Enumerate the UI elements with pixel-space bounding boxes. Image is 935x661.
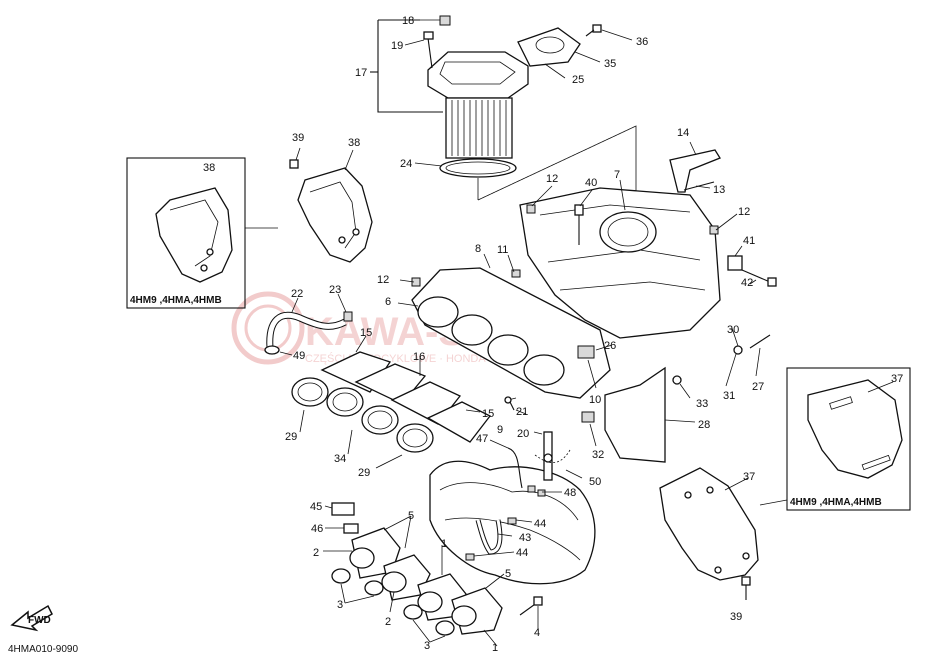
callout-39-bottom: 39 (730, 611, 742, 623)
callout-5-top: 5 (408, 510, 414, 522)
callout-44-bottom: 44 (516, 547, 528, 559)
callout-40: 40 (585, 177, 597, 189)
callout-10: 10 (589, 394, 601, 406)
callout-8: 8 (475, 243, 481, 255)
callout-29-bottom: 29 (358, 467, 370, 479)
callout-29-left: 29 (285, 431, 297, 443)
flange-plate-6-8 (397, 253, 613, 401)
callout-46: 46 (311, 523, 323, 535)
callout-16: 16 (413, 351, 425, 363)
callout-1-top: 1 (441, 538, 447, 550)
callout-15-bottom: 15 (482, 408, 494, 420)
callout-5-right: 5 (505, 568, 511, 580)
callout-33: 33 (696, 398, 708, 410)
callout-17: 17 (355, 67, 367, 79)
callout-37-box: 37 (891, 373, 903, 385)
callout-47: 47 (476, 433, 488, 445)
callout-12-top: 12 (546, 173, 558, 185)
callout-41: 41 (743, 235, 755, 247)
detail-box-right: 4HM9 ,4HMA,4HMB (759, 367, 911, 511)
callout-7: 7 (614, 169, 620, 181)
callout-30: 30 (727, 324, 739, 336)
callout-43: 43 (519, 532, 531, 544)
callout-48: 48 (564, 487, 576, 499)
callout-19: 19 (391, 40, 403, 52)
callout-50: 50 (589, 476, 601, 488)
callout-4: 4 (534, 627, 540, 639)
callout-35: 35 (604, 58, 616, 70)
carb-joints-lower (323, 502, 543, 647)
callout-24: 24 (400, 158, 412, 170)
callout-3-left: 3 (337, 599, 343, 611)
callout-12-left: 12 (377, 274, 389, 286)
detail-box-left-label: 4HM9 ,4HMA,4HMB (130, 295, 222, 306)
carburetor-linkage (429, 396, 597, 585)
intake-joints (291, 335, 491, 469)
duct-cover-38 (289, 147, 373, 263)
plate-28 (604, 327, 771, 463)
callout-49: 49 (293, 350, 305, 362)
hose-22 (264, 293, 353, 356)
detail-box-left: 4HM9 ,4HMA,4HMB (126, 157, 278, 309)
callout-36: 36 (636, 36, 648, 48)
callout-26: 26 (604, 340, 616, 352)
callout-22: 22 (291, 288, 303, 300)
callout-38-center: 38 (348, 137, 360, 149)
callout-2-bottom: 2 (385, 616, 391, 628)
callout-18: 18 (402, 15, 414, 27)
callout-14: 14 (677, 127, 689, 139)
callout-31: 31 (723, 390, 735, 402)
cover-37 (659, 467, 759, 600)
callout-45: 45 (310, 501, 322, 513)
callout-15-top: 15 (360, 327, 372, 339)
callout-42: 42 (741, 277, 753, 289)
callout-12-right: 12 (738, 206, 750, 218)
air-box-7 (399, 141, 777, 339)
detail-box-right-label: 4HM9 ,4HMA,4HMB (790, 497, 882, 508)
callout-20: 20 (517, 428, 529, 440)
fwd-label: FWD (28, 615, 51, 626)
callout-34: 34 (334, 453, 346, 465)
callout-2-left: 2 (313, 547, 319, 559)
callout-11: 11 (497, 244, 508, 256)
callout-13: 13 (713, 184, 725, 196)
diagram-code: 4HMA010-9090 (8, 644, 78, 655)
callout-6: 6 (385, 296, 391, 308)
callout-23: 23 (329, 284, 341, 296)
callout-3-bottom: 3 (424, 640, 430, 652)
callout-25: 25 (572, 74, 584, 86)
callout-9: 9 (497, 424, 503, 436)
callout-labels: 18 19 17 24 25 35 36 39 38 38 14 13 7 40… (203, 15, 903, 654)
callout-32: 32 (592, 449, 604, 461)
callout-39-top: 39 (292, 132, 304, 144)
callout-27: 27 (752, 381, 764, 393)
air-filter-assembly (370, 15, 637, 230)
callout-1-bottom: 1 (492, 642, 498, 654)
callout-28: 28 (698, 419, 710, 431)
callout-37-cover: 37 (743, 471, 755, 483)
callout-38-box: 38 (203, 162, 215, 174)
callout-44-top: 44 (534, 518, 546, 530)
callout-21: 21 (516, 406, 528, 418)
fwd-arrow-icon: FWD (10, 604, 53, 632)
